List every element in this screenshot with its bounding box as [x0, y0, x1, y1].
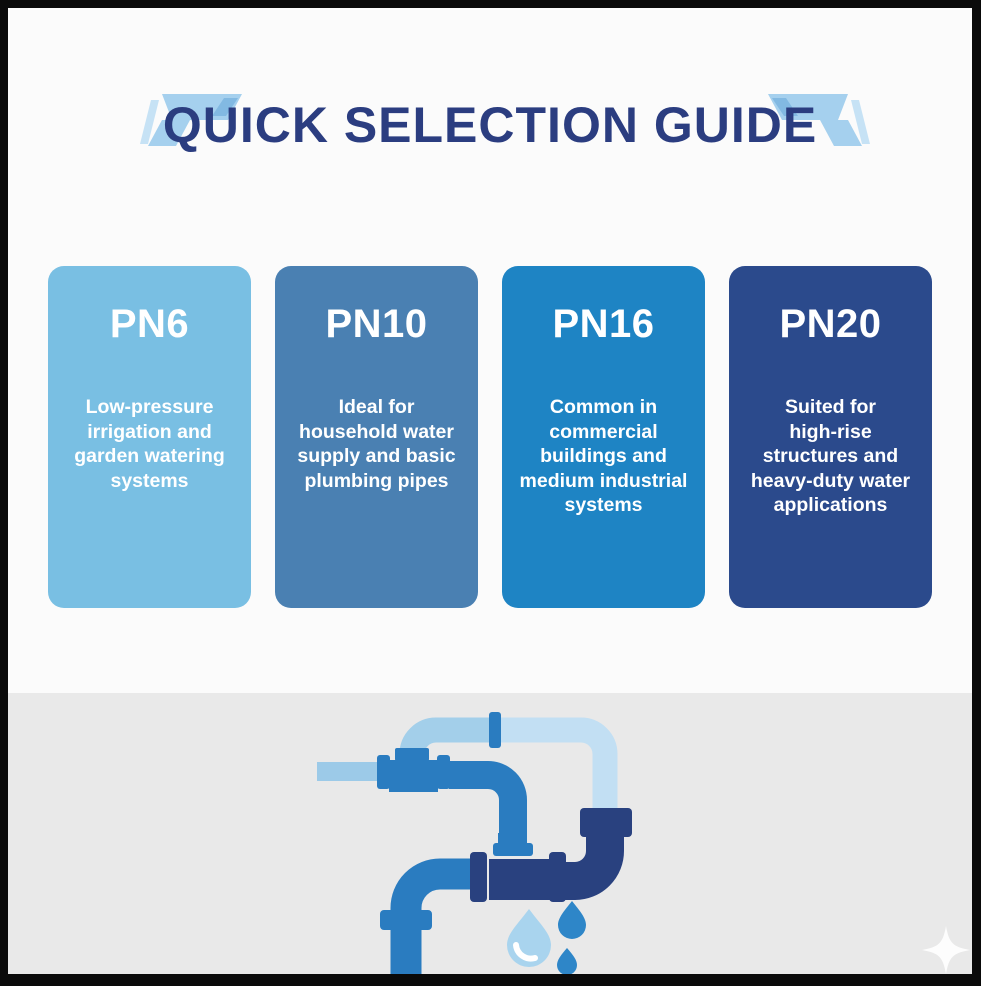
pipe-flange [489, 712, 501, 748]
card-pn16: PN16 Common in commercial buildings and … [502, 266, 705, 608]
speed-lines-right-icon [768, 94, 870, 146]
pressure-cards-row: PN6 Low-pressure irrigation and garden w… [48, 266, 932, 608]
pipes-illustration [317, 712, 970, 974]
footer-section [8, 693, 972, 974]
pipe-light-stub [317, 762, 378, 781]
card-label: PN10 [325, 302, 428, 346]
pipe-navy-elbow [561, 835, 624, 900]
pipe-navy-body [489, 859, 551, 900]
pipe-collar [395, 748, 429, 761]
card-description: Suited for high-rise structures and heav… [750, 396, 911, 516]
pipe-collar-navy [580, 808, 632, 837]
pipe-flange-navy [470, 852, 487, 902]
pipe-flange [377, 755, 390, 789]
pipe-collar [380, 910, 432, 930]
card-description: Low-pressure irrigation and garden water… [74, 396, 225, 492]
speed-lines-left-icon [140, 94, 242, 146]
header: QUICK SELECTION GUIDE [8, 8, 972, 188]
card-pn10: PN10 Ideal for household water supply an… [275, 266, 478, 608]
page-title: QUICK SELECTION GUIDE [162, 97, 818, 153]
pipe-flange [437, 755, 450, 789]
card-pn20: PN20 Suited for high-rise structures and… [729, 266, 932, 608]
card-description: Common in commercial buildings and mediu… [519, 396, 688, 516]
sparkle-icon [922, 926, 970, 974]
pipe-flange-navy [549, 852, 566, 902]
pipe-tee-body [389, 760, 438, 792]
pipe-collar [493, 843, 533, 856]
pipe-medium-run [449, 761, 527, 838]
water-drop-icon [557, 948, 577, 974]
water-drop-highlight [513, 942, 538, 962]
pipe-medium-elbow [390, 858, 470, 974]
water-drop-icon [558, 901, 586, 939]
card-label: PN16 [552, 302, 655, 346]
card-pn6: PN6 Low-pressure irrigation and garden w… [48, 266, 251, 608]
card-label: PN20 [779, 302, 882, 346]
pipe-light-right [501, 717, 618, 810]
card-description: Ideal for household water supply and bas… [297, 396, 456, 492]
infographic-canvas: QUICK SELECTION GUIDE PN6 Low-pressure i… [8, 8, 972, 974]
card-label: PN6 [109, 302, 190, 346]
